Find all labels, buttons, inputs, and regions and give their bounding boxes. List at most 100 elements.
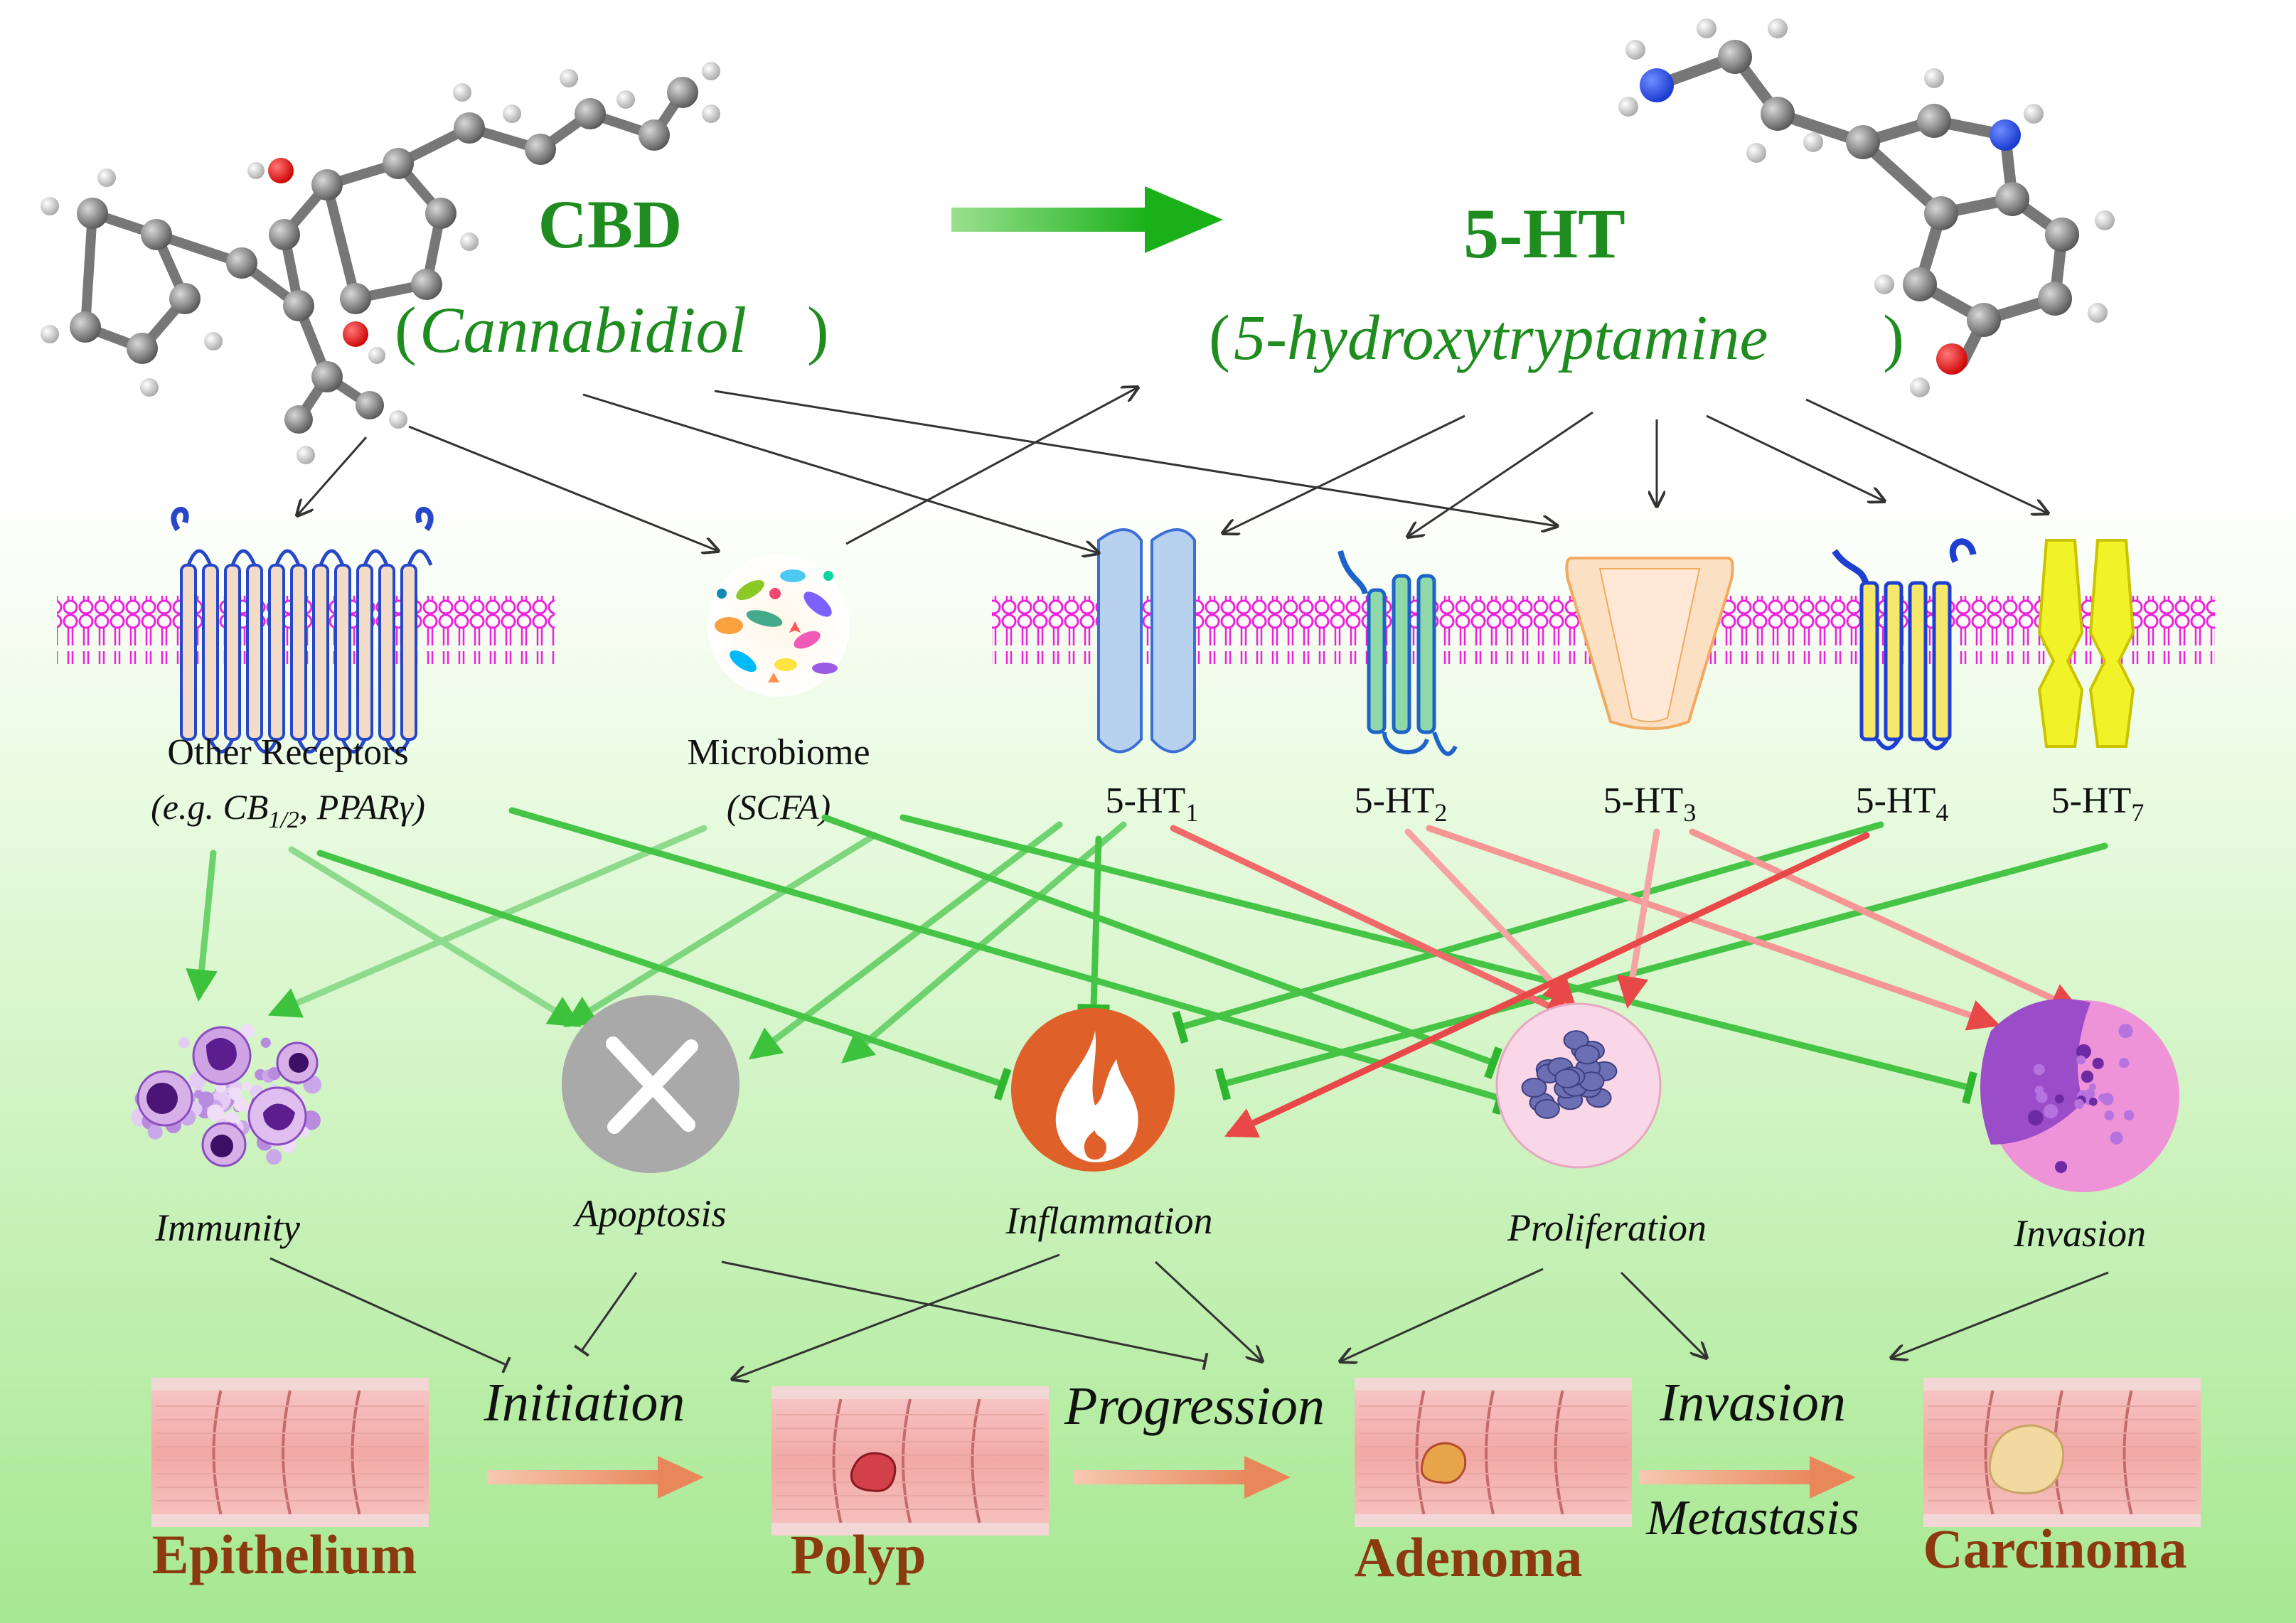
- immune-bg-cell: [198, 1091, 214, 1108]
- tissue-body: [771, 1386, 1049, 1536]
- tissue-bottom-edge: [151, 1514, 429, 1527]
- adenoma-tissue-image: [1355, 1378, 1632, 1527]
- other-receptors-icon: [171, 507, 434, 754]
- immunity-label: Immunity: [154, 1206, 300, 1249]
- tissue-top-edge: [151, 1378, 429, 1391]
- 5-ht3-receptor-icon: [1565, 557, 1734, 730]
- cbd-fullname: Cannabidiol: [420, 294, 747, 366]
- immune-bg-cell: [260, 1037, 271, 1048]
- invasion-cell-nuclei: [2028, 1024, 2135, 1174]
- invasion-nucleus: [2054, 1160, 2068, 1174]
- proliferation-label: Proliferation: [1507, 1206, 1707, 1249]
- gpcr-helix: [202, 564, 219, 741]
- gpcr-loop: [186, 549, 213, 566]
- gpcr-loop: [319, 549, 345, 566]
- cbd-paren-close: ): [807, 294, 829, 366]
- immune-cell-nuclei: [137, 1026, 319, 1167]
- adenoma-label: Adenoma: [1355, 1526, 1583, 1588]
- invasion-nucleus: [2028, 1110, 2044, 1126]
- initiation-label: Initiation: [484, 1373, 685, 1432]
- invasion-nucleus: [2123, 1110, 2135, 1120]
- epithelium-tissue-image: [151, 1378, 429, 1527]
- tissue-bottom-edge: [1923, 1514, 2201, 1527]
- inflammation-label: Inflammation: [1005, 1199, 1213, 1242]
- prolif-nucleus: [1521, 1077, 1547, 1098]
- polyp-lesion: [850, 1452, 897, 1492]
- carcinoma-tissue-image: [1923, 1378, 2201, 1527]
- inflammation-flame-icon: [1011, 1008, 1175, 1172]
- microbiome-icon: [708, 555, 850, 697]
- 5-ht2-label: 5-HT2: [1355, 781, 1448, 827]
- serotonin-paren-open: (: [1209, 303, 1230, 373]
- invasion-nucleus: [2076, 1044, 2091, 1059]
- tissue-fold: [1485, 1390, 1495, 1515]
- adenoma-lesion: [1420, 1442, 1467, 1484]
- invasion-process-label: Invasion: [2013, 1212, 2146, 1255]
- invasion-nucleus: [2092, 1057, 2104, 1069]
- epithelium-label: Epithelium: [152, 1523, 417, 1585]
- tissue-fold: [351, 1390, 361, 1515]
- immune-bg-cell: [178, 1037, 190, 1049]
- cbd-serotonin-connector-arrows: [297, 387, 2048, 553]
- gpcr-helix: [290, 564, 307, 741]
- 5-ht4-label: 5-HT4: [1856, 781, 1949, 827]
- 5-ht4-receptor-icon: [1832, 538, 1977, 751]
- 5-ht2-receptor-icon: [1337, 550, 1458, 756]
- tissue-fold: [971, 1398, 981, 1523]
- gpcr-loop: [341, 738, 367, 754]
- gpcr-helix: [356, 564, 373, 741]
- invasion-nucleus: [2088, 1083, 2096, 1091]
- immune-bg-cell: [147, 1124, 163, 1140]
- carcinoma-label: Carcinoma: [1923, 1518, 2186, 1580]
- gpcr-helix: [246, 564, 263, 741]
- invasion-nucleus: [2033, 1064, 2045, 1076]
- tissue-fold: [282, 1390, 292, 1515]
- tissue-body: [1355, 1378, 1632, 1527]
- 5-ht7-label: 5-HT7: [2051, 781, 2145, 827]
- invasion-nucleus: [2054, 1094, 2064, 1104]
- invasion-nucleus: [2088, 1097, 2098, 1106]
- gpcr-loop: [363, 549, 389, 566]
- invasion-nucleus: [2085, 1088, 2095, 1099]
- invasion-nucleus: [2076, 1055, 2086, 1065]
- process-to-stage-arrows: [269, 1253, 2109, 1379]
- gpcr-helix: [268, 564, 285, 741]
- immune-bg-cell: [239, 1101, 250, 1112]
- microbiome-scfa-label: (SCFA): [727, 787, 831, 827]
- gpcr-loop: [252, 738, 279, 754]
- serotonin-paren-close: ): [1883, 303, 1904, 373]
- cbd-molecule-model: [41, 62, 720, 464]
- metastasis-label: Metastasis: [1645, 1491, 1859, 1546]
- serotonin-molecule-model: [1618, 18, 2115, 397]
- immune-bg-cell: [240, 1024, 255, 1039]
- other-receptors-examples: (e.g. CB1/2, PPARγ): [151, 787, 425, 833]
- gpcr-helix: [400, 564, 417, 741]
- invasion-nucleus: [2110, 1131, 2123, 1145]
- gpcr-helix: [180, 564, 197, 741]
- invasion-nucleus: [2074, 1098, 2085, 1109]
- invasion-nucleus: [2119, 1057, 2130, 1068]
- cbd-paren-open: (: [395, 294, 417, 366]
- tissue-fold: [832, 1398, 843, 1523]
- 5-ht3-label: 5-HT3: [1603, 781, 1697, 827]
- immune-bg-cell: [266, 1149, 282, 1165]
- tissue-fold: [2123, 1390, 2133, 1515]
- polyp-tissue-image: [771, 1386, 1049, 1536]
- gpcr-loop: [230, 549, 257, 566]
- tissue-bottom-edge: [771, 1523, 1049, 1536]
- 5-ht1-label: 5-HT1: [1106, 781, 1199, 827]
- prolif-nucleus: [1554, 1068, 1581, 1089]
- tissue-fold: [1984, 1390, 1995, 1515]
- serotonin-fullname: 5-hydroxytryptamine: [1234, 303, 1768, 373]
- tissue-fold: [902, 1398, 912, 1523]
- tissue-body: [151, 1378, 429, 1527]
- gpcr-loop: [297, 738, 323, 754]
- apoptosis-icon: [562, 995, 739, 1173]
- immune-bg-cell: [221, 1096, 231, 1105]
- gpcr-helix-group: [180, 549, 433, 754]
- tissue-top-edge: [1355, 1378, 1632, 1391]
- 5-ht1-receptor-icon: [1097, 528, 1196, 754]
- tissue-fold: [1415, 1390, 1426, 1515]
- gpcr-loop: [407, 549, 433, 566]
